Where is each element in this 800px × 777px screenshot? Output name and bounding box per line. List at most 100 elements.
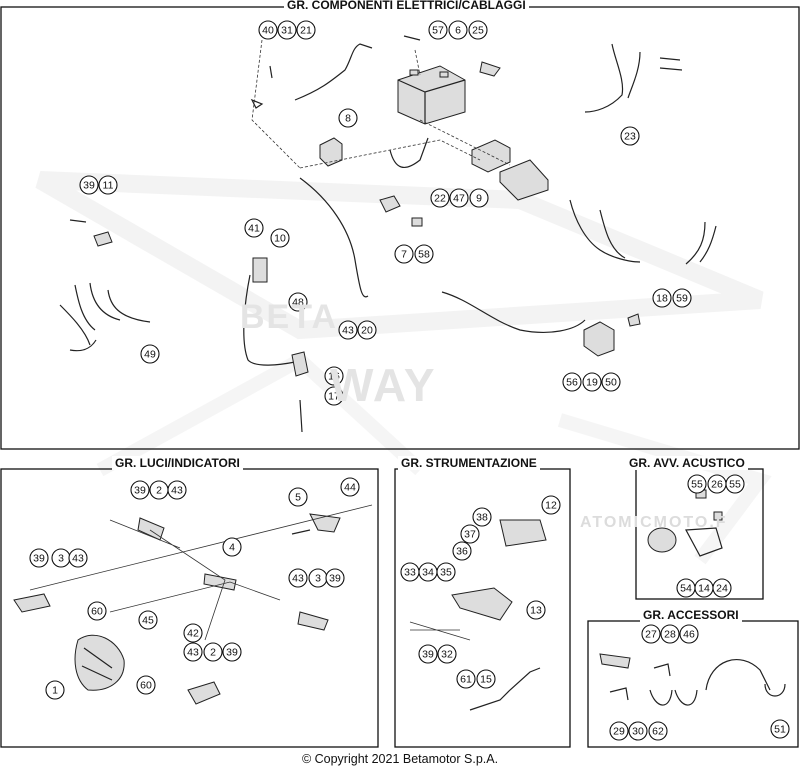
- callout-label: 60: [140, 680, 152, 692]
- callout-circle: [45, 680, 65, 700]
- callout-label: 56: [566, 377, 578, 389]
- callout-lights-39: 39: [130, 480, 150, 500]
- callout-circle: [394, 244, 414, 264]
- callout-label: 4: [229, 542, 235, 554]
- callout-circle: [414, 244, 434, 264]
- callout-lights-60: 60: [87, 601, 107, 621]
- callout-label: 30: [632, 726, 644, 738]
- fuse-11-icon: [93, 231, 113, 247]
- callout-electrical-40: 40: [258, 20, 278, 40]
- callout-circle: [541, 495, 561, 515]
- indicator-right-icon: [297, 611, 329, 631]
- instrument-bracket-icon: [451, 587, 513, 621]
- callout-circle: [338, 320, 358, 340]
- plug-cap-icon: [291, 351, 309, 377]
- callout-label: 54: [680, 583, 692, 595]
- callout-label: 35: [440, 567, 452, 579]
- callout-lights-1: 1: [45, 680, 65, 700]
- clip-29-icon: [609, 687, 629, 701]
- callout-circle: [183, 642, 203, 662]
- callout-circle: [288, 292, 308, 312]
- callout-instruments-36: 36: [452, 541, 472, 561]
- callout-circle: [258, 20, 278, 40]
- callout-circle: [183, 623, 203, 643]
- callout-label: 39: [134, 485, 146, 497]
- callout-electrical-41: 41: [244, 218, 264, 238]
- horn-parts: [647, 489, 723, 557]
- callout-instruments-33: 33: [400, 562, 420, 582]
- callout-instruments-12: 12: [541, 495, 561, 515]
- callout-lights-45: 45: [138, 610, 158, 630]
- callout-label: 39: [422, 649, 434, 661]
- callout-label: 12: [545, 500, 557, 512]
- callout-horn-54: 54: [676, 578, 696, 598]
- callout-circle: [660, 624, 680, 644]
- cable-56: [441, 291, 586, 333]
- callout-label: 43: [292, 573, 304, 585]
- callout-label: 2: [156, 485, 162, 497]
- electrical-parts: [59, 35, 717, 433]
- callout-circle: [244, 218, 264, 238]
- callout-label: 47: [453, 193, 465, 205]
- callout-label: 40: [262, 25, 274, 37]
- callout-label: 11: [103, 180, 114, 192]
- callout-label: 22: [434, 193, 446, 205]
- callout-label: 51: [774, 724, 786, 736]
- callout-accessories-28: 28: [660, 624, 680, 644]
- section-title-electrical: GR. COMPONENTI ELETTRICI/CABLAGGI: [284, 0, 529, 12]
- callout-circle: [288, 568, 308, 588]
- callout-accessories-62: 62: [648, 721, 668, 741]
- callout-label: 55: [691, 479, 703, 491]
- callout-circle: [140, 344, 160, 364]
- watermark-atomic: ATOMICMOTO.F: [580, 514, 728, 531]
- callout-label: 42: [187, 628, 199, 640]
- callout-electrical-59: 59: [672, 288, 692, 308]
- bracket-4-icon: [203, 573, 237, 591]
- ignition-coil-icon: [252, 257, 268, 283]
- callout-electrical-47: 47: [449, 188, 469, 208]
- callout-label: 9: [476, 193, 482, 205]
- fuse-holder-icon: [379, 195, 401, 213]
- callout-lights-43: 43: [183, 642, 203, 662]
- strap-46-icon: [705, 659, 771, 691]
- callout-accessories-30: 30: [628, 721, 648, 741]
- callout-circle: [652, 288, 672, 308]
- callout-electrical-16: 16: [324, 366, 344, 386]
- sensor-19-icon: [583, 321, 615, 357]
- callout-electrical-9: 9: [469, 188, 489, 208]
- callout-circle: [469, 188, 489, 208]
- cable-15-icon: [469, 667, 541, 711]
- callout-label: 49: [144, 349, 156, 361]
- lights-parts: [13, 504, 373, 705]
- callout-horn-14: 14: [694, 578, 714, 598]
- callout-circle: [456, 669, 476, 689]
- callout-circle: [609, 721, 629, 741]
- callout-circle: [679, 624, 699, 644]
- cable-22: [389, 137, 429, 168]
- callout-circle: [448, 20, 468, 40]
- watermark-way: WAY: [330, 359, 437, 411]
- section-title-instruments: GR. STRUMENTAZIONE: [398, 456, 540, 470]
- callout-label: 17: [328, 391, 340, 403]
- callout-label: 58: [418, 249, 430, 261]
- callout-label: 45: [142, 615, 154, 627]
- hooks-62-icon: [649, 689, 698, 706]
- callout-circle: [203, 642, 223, 662]
- wiring-harness-59: [685, 221, 717, 265]
- callout-label: 57: [432, 25, 444, 37]
- callout-lights-3: 3: [308, 568, 328, 588]
- callout-label: 5: [295, 492, 301, 504]
- callout-label: 29: [613, 726, 625, 738]
- callout-lights-39: 39: [29, 548, 49, 568]
- callout-circle: [648, 721, 668, 741]
- callout-circle: [628, 721, 648, 741]
- callout-circle: [687, 474, 707, 494]
- callout-lights-60: 60: [136, 675, 156, 695]
- relay-box-icon: [471, 139, 511, 173]
- callout-circle: [324, 386, 344, 406]
- callout-electrical-21: 21: [296, 20, 316, 40]
- callout-circle: [725, 474, 745, 494]
- callout-label: 20: [361, 325, 373, 337]
- callout-circle: [270, 228, 290, 248]
